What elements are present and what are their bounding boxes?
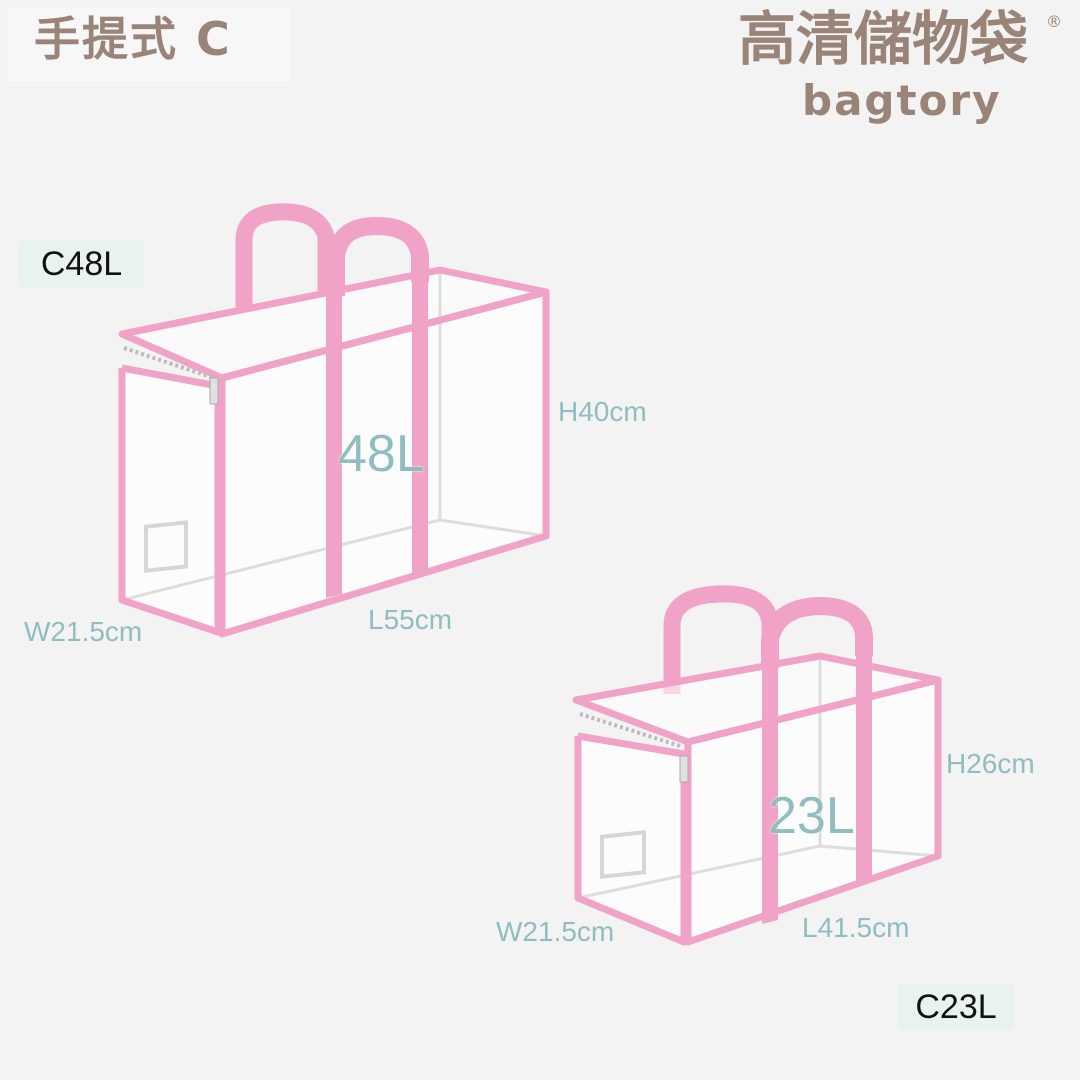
bag-c48l-handle-front — [327, 217, 429, 296]
bag-c23l-handle-front — [761, 597, 873, 668]
bag-c48l-front-face — [222, 292, 546, 634]
bag-c48l-strap-right — [412, 274, 428, 576]
width-label-23l: W21.5cm — [496, 916, 615, 947]
title-box — [8, 8, 290, 82]
bag-c48l-handle-back — [235, 203, 335, 312]
model-tag-c23l: C23L — [898, 984, 1014, 1030]
bag-c48l-side-outline — [118, 364, 222, 636]
bag-c48l-front-outline — [218, 288, 550, 638]
bag-c23l-front-outline — [684, 676, 942, 946]
volume-label-48l: 48L — [338, 425, 425, 483]
bag-c23l-side-face — [578, 734, 684, 942]
brand-name-chinese: 高清儲物袋 — [738, 5, 1029, 73]
bag-c23l-side-outline — [574, 732, 688, 946]
bag-c48l-strap-left — [326, 292, 342, 598]
width-label-48l: W21.5cm — [24, 616, 143, 647]
bag-c23l-strap-right — [856, 650, 872, 884]
bag-c48l-label-window — [144, 520, 188, 573]
bag-c48l-zipper — [123, 346, 215, 380]
bag-c48l-zipper-pull — [209, 377, 219, 405]
model-tag-c48l: C48L — [19, 241, 144, 287]
bag-c23l-handle-back — [663, 585, 779, 694]
volume-label-23l: 23L — [768, 787, 855, 845]
page-title: 手提式 C — [34, 12, 232, 66]
brand-name-english: bagtory — [802, 76, 1002, 125]
length-label-23l: L41.5cm — [802, 912, 910, 943]
registered-mark: ® — [1046, 12, 1062, 31]
height-label-48l: H40cm — [558, 396, 647, 427]
bag-c23l-zipper-pull — [679, 755, 689, 783]
height-label-23l: H26cm — [946, 748, 1035, 779]
bag-c23l-top-face — [576, 656, 938, 742]
length-label-48l: L55cm — [368, 604, 453, 635]
bag-c23l-label-window — [600, 830, 646, 879]
bag-c23l-strap-left — [762, 666, 778, 924]
